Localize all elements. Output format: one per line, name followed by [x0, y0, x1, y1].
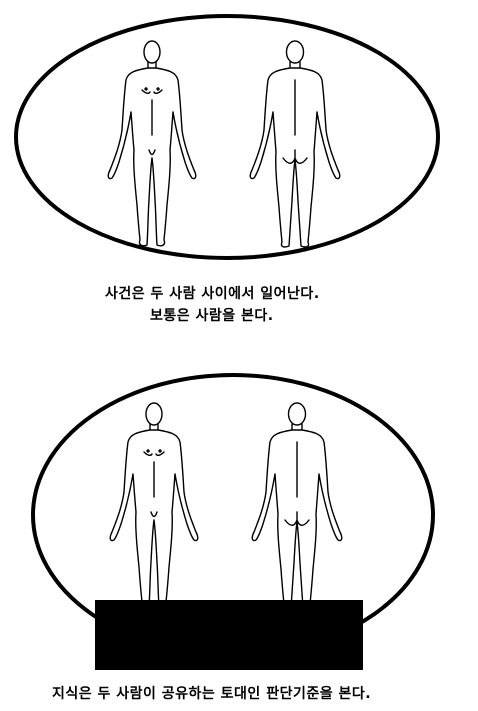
panel-knowledge: 지식은 두 사람이 공유하는 토대인 판단기준을 본다.	[0, 370, 478, 711]
caption-line-2: 보통은 사람을 본다.	[150, 308, 274, 324]
ellipse-frame	[14, 14, 440, 260]
caption: 지식은 두 사람이 공유하는 토대인 판단기준을 본다.	[52, 686, 372, 702]
panel-2-illustration	[31, 373, 435, 670]
panel-1-illustration	[14, 14, 440, 260]
caption-line-1: 사건은 두 사람 사이에서 일어난다.	[105, 286, 320, 302]
panel-event: 사건은 두 사람 사이에서 일어난다. 보통은 사람을 본다.	[0, 0, 478, 330]
shared-foundation-block	[95, 600, 363, 670]
